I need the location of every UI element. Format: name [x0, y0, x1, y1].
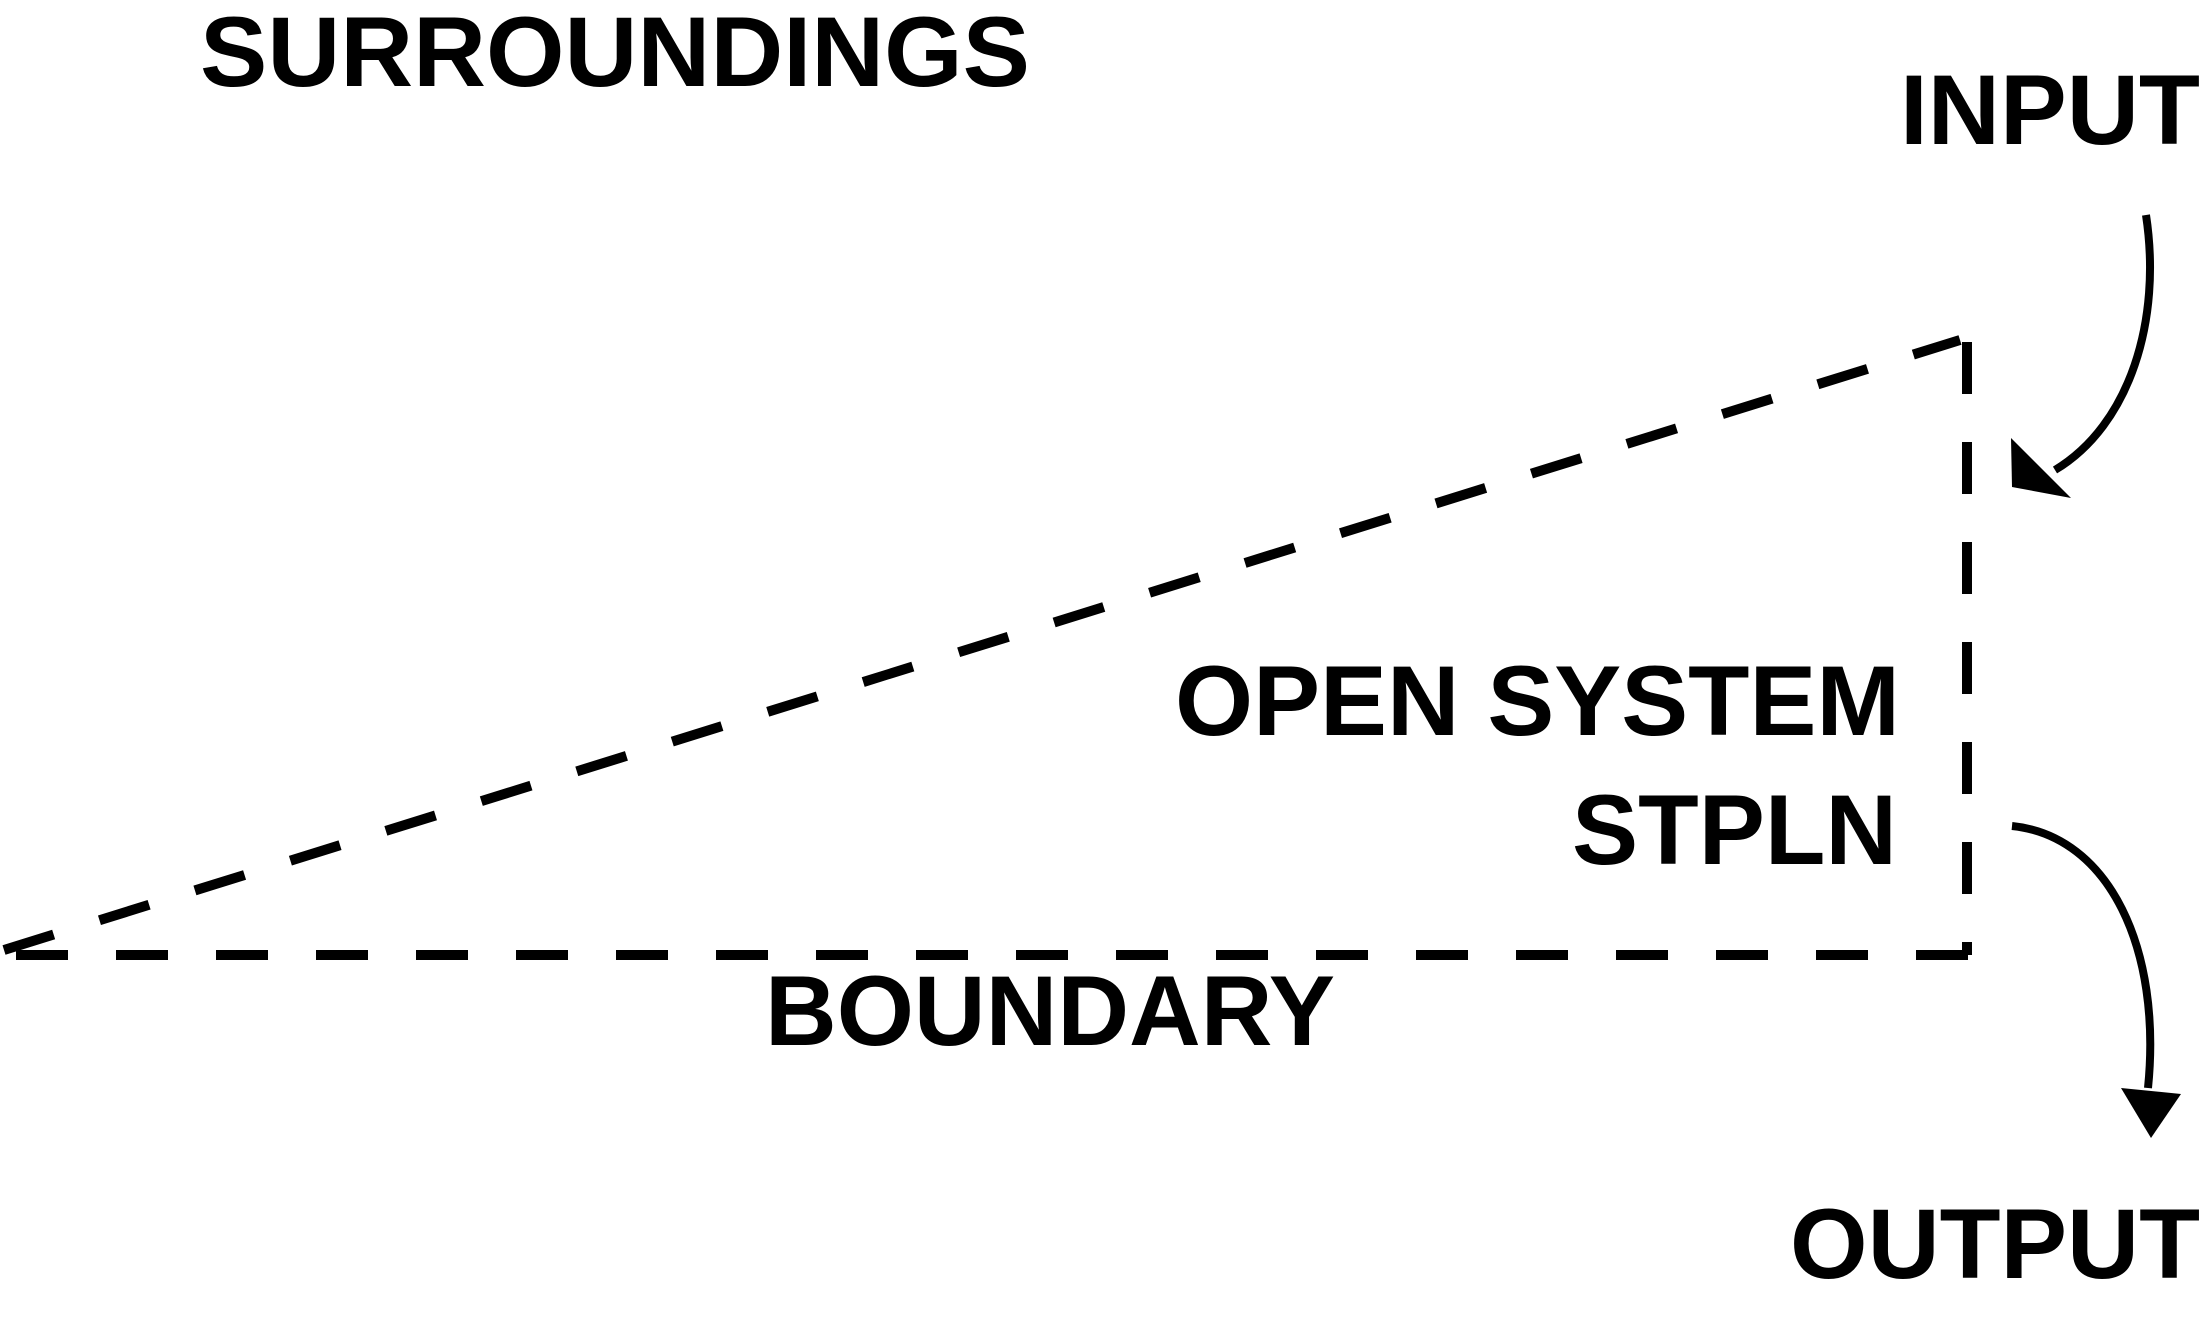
- input-arrow-head: [2011, 438, 2071, 498]
- output-arrow: [2011, 822, 2181, 1138]
- input-label: INPUT: [1900, 54, 2200, 165]
- output-label: OUTPUT: [1790, 1188, 2200, 1299]
- system-code-label: STPLN: [1572, 774, 1897, 885]
- surroundings-label: SURROUNDINGS: [200, 0, 1030, 107]
- output-arrow-curve: [2011, 822, 2155, 1089]
- system-boundary: [0, 335, 1972, 960]
- input-arrow-curve: [2052, 214, 2155, 474]
- boundary-diagonal-edge: [2, 335, 1962, 955]
- output-arrow-head: [2121, 1088, 2181, 1138]
- boundary-label: BOUNDARY: [765, 955, 1335, 1066]
- input-arrow: [2011, 214, 2155, 498]
- open-system-label: OPEN SYSTEM: [1175, 645, 1900, 756]
